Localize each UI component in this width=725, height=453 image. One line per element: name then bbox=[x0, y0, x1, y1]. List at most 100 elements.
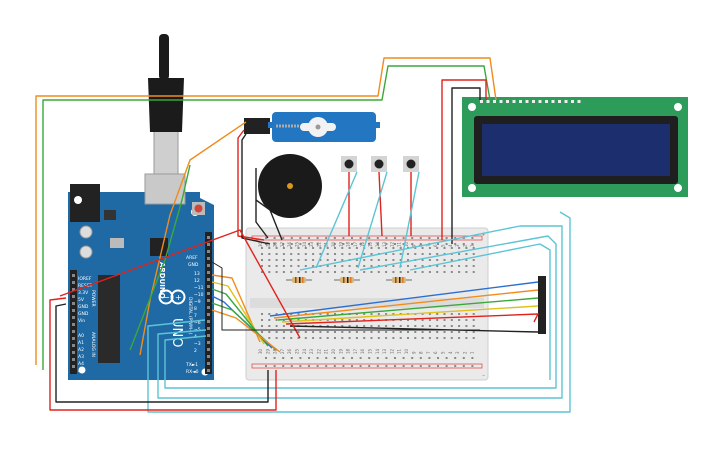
breadboard-hole bbox=[261, 271, 263, 273]
lcd-pin bbox=[480, 100, 483, 103]
rail-hole bbox=[419, 243, 422, 245]
breadboard-hole bbox=[348, 265, 351, 267]
breadboard-hole bbox=[377, 271, 380, 273]
breadboard-hole bbox=[428, 253, 431, 255]
breadboard-hole bbox=[436, 259, 439, 261]
breadboard-hole bbox=[334, 319, 336, 321]
wire-orange-lcd bbox=[35, 57, 497, 365]
wire-green-servo bbox=[129, 164, 191, 351]
breadboard-hole bbox=[399, 247, 402, 249]
breadboard-hole bbox=[392, 313, 395, 315]
rail-hole bbox=[290, 357, 293, 359]
rail-hole bbox=[265, 237, 267, 239]
rail-hole bbox=[368, 237, 371, 239]
rail-hole bbox=[333, 365, 336, 367]
rail-hole bbox=[445, 357, 448, 359]
resistor-2 bbox=[334, 277, 360, 283]
digital-pin-label: 12 bbox=[194, 278, 200, 284]
rail-hole bbox=[437, 357, 439, 359]
wire-cyan-button-2 bbox=[357, 171, 388, 269]
breadboard-hole bbox=[334, 247, 336, 249]
breadboard-hole bbox=[261, 331, 263, 333]
lcd-pin bbox=[545, 100, 548, 103]
breadboard-col-label: 5 bbox=[441, 351, 446, 354]
breadboard-hole bbox=[341, 253, 344, 255]
breadboard-col-label: 5 bbox=[441, 244, 446, 247]
breadboard-hole bbox=[297, 337, 300, 339]
breadboard-hole bbox=[370, 265, 373, 267]
breadboard-hole bbox=[392, 331, 395, 333]
breadboard-hole bbox=[385, 271, 388, 273]
breadboard-hole bbox=[282, 331, 285, 333]
rail-hole bbox=[333, 243, 336, 245]
breadboard-hole bbox=[443, 313, 446, 315]
svg-text:−: − bbox=[163, 293, 170, 302]
breadboard-hole bbox=[443, 337, 446, 339]
lcd-pin bbox=[577, 100, 581, 103]
breadboard-hole bbox=[421, 265, 424, 267]
breadboard-col-label: 6 bbox=[433, 351, 438, 354]
wire-cyan-button-1 bbox=[315, 171, 358, 269]
breadboard-col-label: 16 bbox=[360, 348, 365, 354]
wire-red-lcd-power bbox=[441, 79, 487, 240]
header-pin bbox=[207, 355, 210, 358]
breadboard-hole bbox=[392, 325, 395, 327]
breadboard-hole bbox=[385, 247, 388, 249]
breadboard-col-label: 17 bbox=[353, 348, 358, 354]
breadboard-hole bbox=[290, 337, 293, 339]
breadboard-hole bbox=[370, 337, 373, 339]
breadboard-hole bbox=[268, 259, 271, 261]
rail-hole bbox=[290, 237, 293, 239]
breadboard-hole bbox=[377, 331, 380, 333]
breadboard-hole bbox=[275, 325, 278, 327]
header-pin bbox=[72, 344, 75, 347]
breadboard-hole bbox=[363, 253, 366, 255]
breadboard-hole bbox=[275, 331, 278, 333]
rail-hole bbox=[376, 243, 379, 245]
breadboard-hole bbox=[450, 247, 453, 249]
wire-cyan-lcd-2 bbox=[157, 225, 563, 399]
breadboard-hole bbox=[385, 325, 388, 327]
breadboard-hole bbox=[414, 271, 417, 273]
breadboard-hole bbox=[428, 259, 431, 261]
breadboard-hole bbox=[275, 271, 278, 273]
breadboard-hole bbox=[443, 331, 446, 333]
breadboard-hole bbox=[319, 313, 322, 315]
header-pin bbox=[72, 309, 75, 312]
rail-plus-label: + bbox=[482, 232, 485, 237]
arduino-logo: − + bbox=[158, 289, 186, 305]
breadboard-hole bbox=[443, 265, 446, 267]
rail-hole bbox=[394, 243, 396, 245]
digital-pin-label: 13 bbox=[194, 271, 200, 277]
breadboard-hole bbox=[428, 319, 431, 321]
breadboard-hole bbox=[290, 247, 293, 249]
breadboard-col-label: 29 bbox=[265, 348, 270, 354]
rail-hole bbox=[419, 365, 422, 367]
breadboard-hole bbox=[458, 265, 461, 267]
breadboard-col-label: 21 bbox=[324, 348, 329, 354]
breadboard-col-label: 7 bbox=[426, 351, 431, 354]
breadboard-hole bbox=[268, 319, 271, 321]
breadboard-hole bbox=[458, 271, 461, 273]
rail-hole bbox=[471, 237, 474, 239]
digital-pin-label: ~11 bbox=[194, 285, 204, 291]
breadboard-hole bbox=[436, 247, 439, 249]
breadboard-col-label: 25 bbox=[295, 348, 300, 354]
header-pin bbox=[72, 337, 75, 340]
wire-cyan-lcd-3 bbox=[164, 235, 557, 389]
breadboard-hole bbox=[472, 259, 475, 261]
rail-hole bbox=[265, 243, 267, 245]
breadboard-hole bbox=[399, 325, 402, 327]
breadboard-hole bbox=[436, 331, 439, 333]
breadboard-hole bbox=[326, 313, 329, 315]
rail-hole bbox=[437, 365, 439, 367]
breadboard-col-label: 27 bbox=[280, 241, 285, 247]
breadboard-hole bbox=[282, 265, 285, 267]
breadboard-col-label: 11 bbox=[397, 241, 402, 247]
rail-hole bbox=[376, 357, 379, 359]
breadboard-hole bbox=[377, 259, 380, 261]
rail-hole bbox=[437, 243, 439, 245]
rail-hole bbox=[376, 237, 379, 239]
